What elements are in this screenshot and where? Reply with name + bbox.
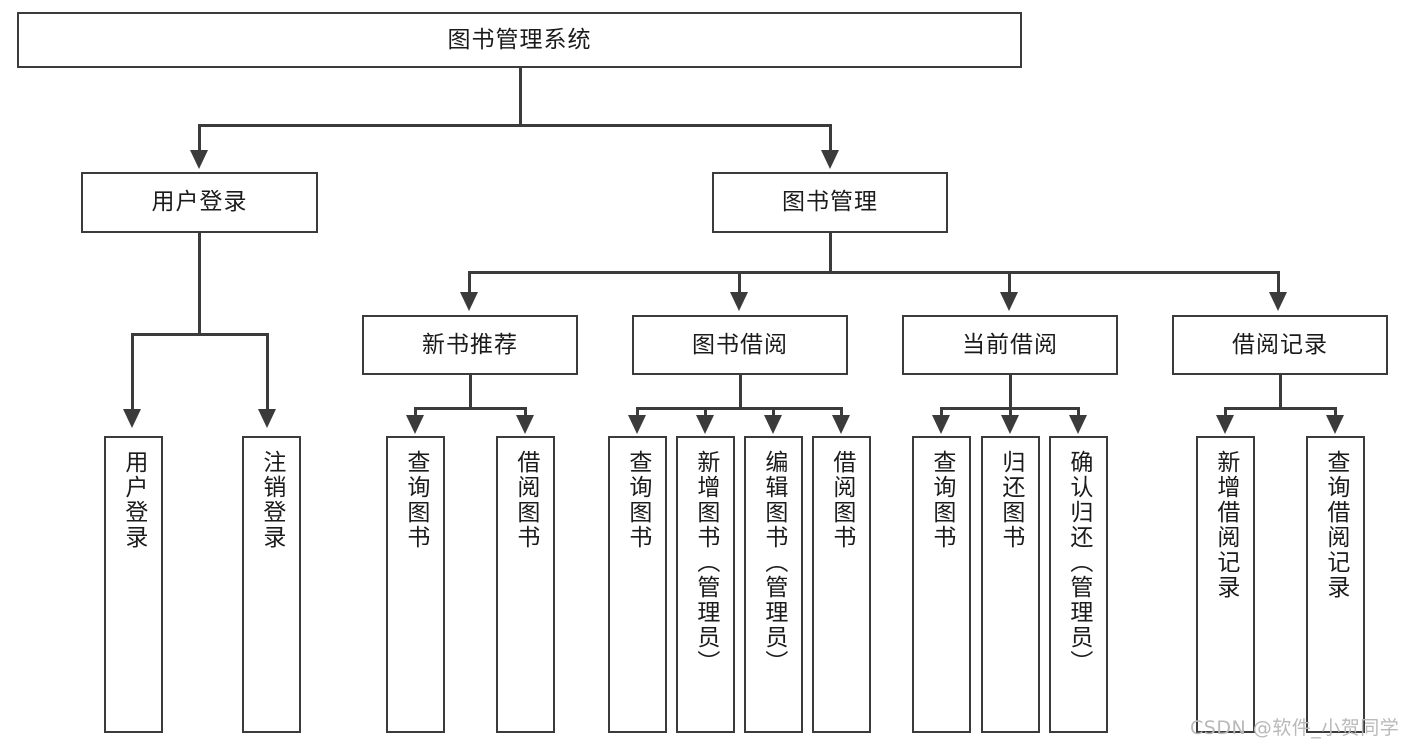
node-label: 当前借阅 bbox=[962, 331, 1058, 358]
connector-user-login-bar bbox=[131, 333, 269, 336]
arrowhead-leaf-confirm-return bbox=[1069, 415, 1087, 434]
node-book-borrow[interactable]: 图书借阅 bbox=[632, 315, 848, 375]
leaf-query-book-2[interactable]: 查询图书 bbox=[608, 436, 667, 733]
arrowhead-borrow-record bbox=[1269, 292, 1287, 311]
connector-br-stem bbox=[1279, 375, 1282, 410]
arrowhead-leaf-borrow-book-1 bbox=[516, 415, 534, 434]
arrowhead-user-login bbox=[190, 150, 208, 169]
node-label: 查询图书 bbox=[928, 450, 955, 550]
node-borrow-record[interactable]: 借阅记录 bbox=[1172, 315, 1388, 375]
node-root-system[interactable]: 图书管理系统 bbox=[17, 12, 1022, 68]
node-label: 确认归还（管理员） bbox=[1065, 450, 1092, 675]
node-label: 借阅图书 bbox=[828, 450, 855, 550]
connector-bb-stem bbox=[739, 375, 742, 410]
connector-br-drop-1 bbox=[1224, 407, 1227, 417]
arrowhead-leaf-borrow-book-2 bbox=[832, 415, 850, 434]
arrowhead-leaf-query-book-2 bbox=[628, 415, 646, 434]
leaf-return-book[interactable]: 归还图书 bbox=[981, 436, 1040, 733]
leaf-add-record[interactable]: 新增借阅记录 bbox=[1196, 436, 1255, 733]
node-label: 用户登录 bbox=[120, 450, 147, 550]
node-label: 查询图书 bbox=[402, 450, 429, 550]
node-label: 图书管理 bbox=[782, 189, 878, 216]
node-new-book-rec[interactable]: 新书推荐 bbox=[362, 315, 578, 375]
node-label: 新增图书（管理员） bbox=[692, 450, 719, 675]
arrowhead-current-borrow bbox=[1000, 292, 1018, 311]
connector-bb-drop-2 bbox=[704, 407, 707, 417]
arrowhead-new-book-rec bbox=[460, 292, 478, 311]
connector-cb-drop-1 bbox=[940, 407, 943, 417]
node-label: 图书借阅 bbox=[692, 331, 788, 358]
arrowhead-book-borrow bbox=[730, 292, 748, 311]
connector-cb-drop-2 bbox=[1009, 407, 1012, 417]
node-user-login[interactable]: 用户登录 bbox=[81, 172, 318, 233]
node-label: 用户登录 bbox=[151, 189, 248, 216]
leaf-add-book[interactable]: 新增图书（管理员） bbox=[676, 436, 735, 733]
node-book-manage[interactable]: 图书管理 bbox=[712, 172, 948, 233]
connector-book-manage-stem bbox=[829, 233, 832, 273]
leaf-edit-book[interactable]: 编辑图书（管理员） bbox=[744, 436, 803, 733]
node-label: 图书管理系统 bbox=[447, 26, 592, 53]
connector-nbr-stem bbox=[469, 375, 472, 410]
connector-nbr-drop-1 bbox=[414, 407, 417, 417]
leaf-logout[interactable]: 注销登录 bbox=[242, 436, 301, 733]
arrowhead-leaf-edit-book bbox=[764, 415, 782, 434]
connector-root-stem bbox=[519, 68, 522, 126]
leaf-user-login[interactable]: 用户登录 bbox=[104, 436, 163, 733]
node-label: 查询图书 bbox=[624, 450, 651, 550]
connector-nbr-bar bbox=[414, 407, 527, 410]
connector-user-login-stem bbox=[198, 233, 201, 335]
connector-bm-drop-1 bbox=[468, 271, 471, 294]
connector-bb-drop-3 bbox=[772, 407, 775, 417]
connector-root-bar bbox=[198, 124, 832, 127]
connector-bm-drop-4 bbox=[1277, 271, 1280, 294]
arrowhead-book-manage bbox=[821, 150, 839, 169]
leaf-borrow-book-1[interactable]: 借阅图书 bbox=[496, 436, 555, 733]
connector-br-drop-2 bbox=[1334, 407, 1337, 417]
node-label: 新增借阅记录 bbox=[1212, 450, 1239, 600]
connector-br-bar bbox=[1224, 407, 1337, 410]
connector-user-login-drop-1 bbox=[131, 333, 134, 411]
arrowhead-leaf-add-record bbox=[1216, 415, 1234, 434]
connector-cb-stem bbox=[1009, 375, 1012, 410]
arrowhead-leaf-user-login bbox=[123, 409, 141, 428]
connector-book-manage-bar bbox=[468, 271, 1279, 274]
connector-bm-drop-2 bbox=[738, 271, 741, 294]
connector-bb-bar bbox=[636, 407, 843, 410]
node-label: 归还图书 bbox=[997, 450, 1024, 550]
node-label: 借阅图书 bbox=[512, 450, 539, 550]
connector-bb-drop-1 bbox=[636, 407, 639, 417]
connector-bb-drop-4 bbox=[840, 407, 843, 417]
arrowhead-leaf-logout bbox=[258, 409, 276, 428]
connector-root-right-drop bbox=[829, 124, 832, 152]
leaf-confirm-return[interactable]: 确认归还（管理员） bbox=[1049, 436, 1108, 733]
node-label: 新书推荐 bbox=[422, 331, 518, 358]
node-label: 借阅记录 bbox=[1232, 331, 1328, 358]
node-current-borrow[interactable]: 当前借阅 bbox=[902, 315, 1118, 375]
node-label: 查询借阅记录 bbox=[1322, 450, 1349, 600]
arrowhead-leaf-return-book bbox=[1001, 415, 1019, 434]
leaf-query-book-3[interactable]: 查询图书 bbox=[912, 436, 971, 733]
node-label: 编辑图书（管理员） bbox=[760, 450, 787, 675]
leaf-query-book-1[interactable]: 查询图书 bbox=[386, 436, 445, 733]
arrowhead-leaf-query-record bbox=[1326, 415, 1344, 434]
arrowhead-leaf-query-book-1 bbox=[406, 415, 424, 434]
connector-cb-drop-3 bbox=[1077, 407, 1080, 417]
leaf-query-record[interactable]: 查询借阅记录 bbox=[1306, 436, 1365, 733]
leaf-borrow-book-2[interactable]: 借阅图书 bbox=[812, 436, 871, 733]
arrowhead-leaf-query-book-3 bbox=[932, 415, 950, 434]
connector-root-left-drop bbox=[198, 124, 201, 152]
csdn-watermark: CSDN @软件_小贺同学 bbox=[1190, 717, 1400, 739]
arrowhead-leaf-add-book bbox=[696, 415, 714, 434]
node-label: 注销登录 bbox=[258, 450, 285, 550]
connector-nbr-drop-2 bbox=[524, 407, 527, 417]
connector-bm-drop-3 bbox=[1008, 271, 1011, 294]
connector-user-login-drop-2 bbox=[266, 333, 269, 411]
